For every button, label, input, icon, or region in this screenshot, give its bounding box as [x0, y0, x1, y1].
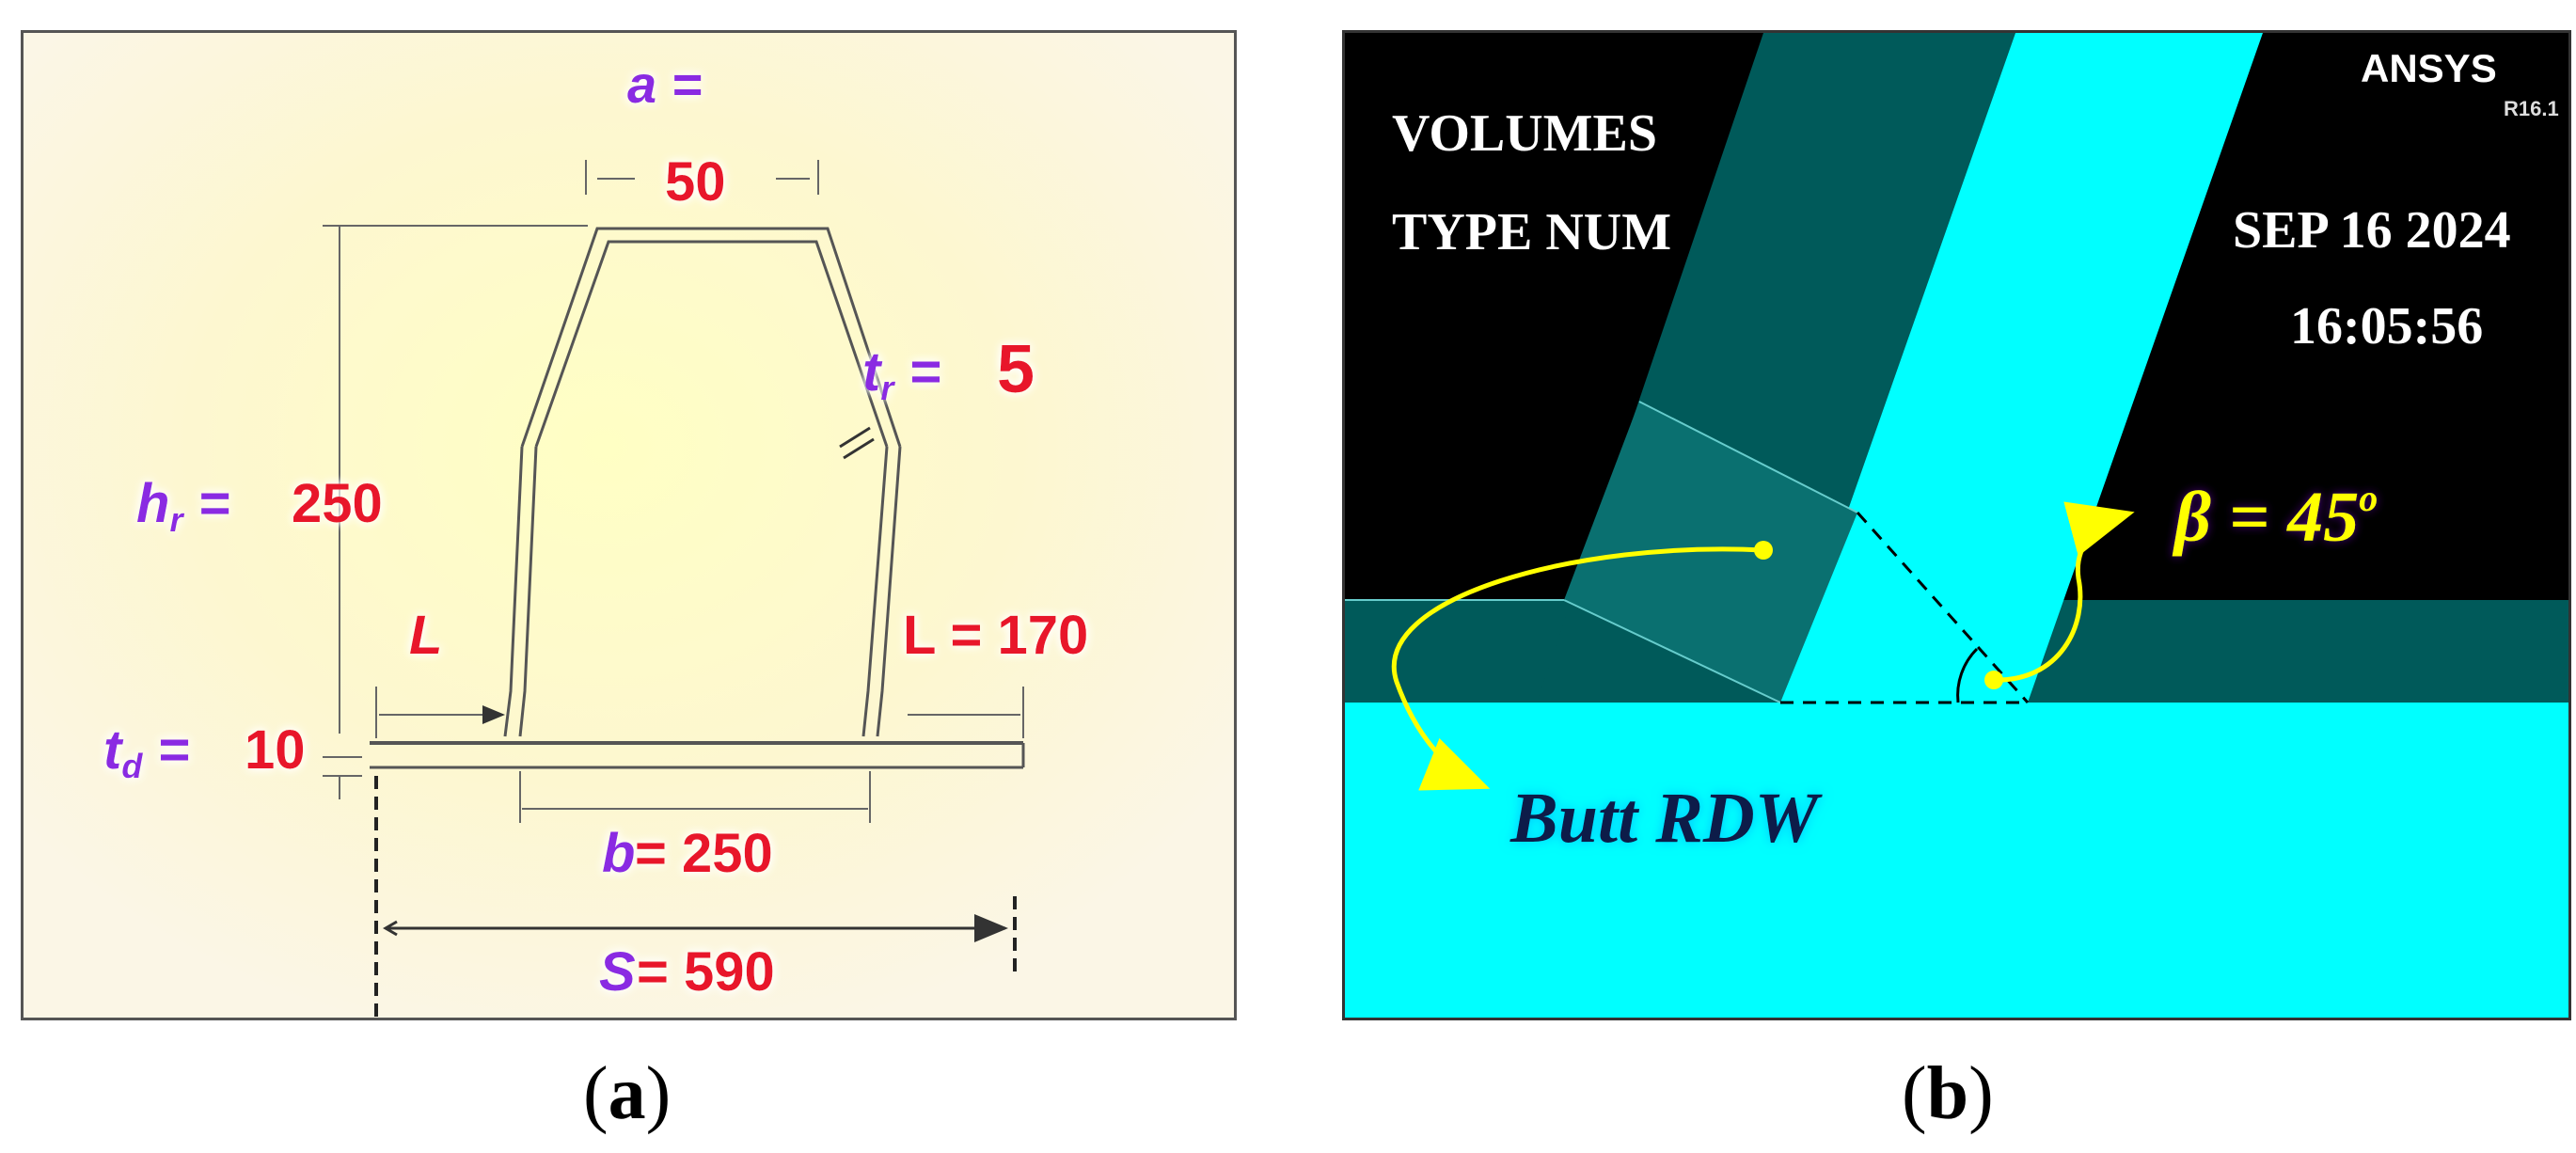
tr-marker: [839, 426, 875, 460]
l-right-label: L = 170: [903, 605, 1088, 666]
beta-label: β = 45o: [2172, 477, 2378, 557]
ansys-volume-view: VOLUMES TYPE NUM SEP 16 2024 16:05:56 AN…: [1345, 33, 2568, 1018]
label-date: SEP 16 2024: [2233, 201, 2511, 260]
deck-plate: [370, 741, 1025, 769]
tr-label: tr =: [862, 341, 940, 407]
ansys-version: R16.1: [2504, 97, 2559, 120]
trapezoid-rib: [520, 227, 902, 448]
a-label: a =: [627, 55, 702, 114]
dim-L: [375, 687, 1024, 823]
label-type-num: TYPE NUM: [1392, 203, 1671, 261]
hr-label: hr =: [136, 473, 229, 539]
label-volumes: VOLUMES: [1392, 104, 1657, 163]
label-time: 16:05:56: [2290, 297, 2483, 355]
dim-S: [374, 776, 1017, 1018]
td-label: td =: [103, 719, 189, 785]
ansys-logo-text: ANSYS: [2361, 46, 2497, 90]
td-value: 10: [245, 719, 306, 781]
l-left-label: L: [409, 605, 442, 666]
butt-rdw-label: Butt RDW: [1509, 779, 1824, 858]
panel-a-background: [24, 33, 1234, 1018]
caption-b: (b): [1902, 1052, 1994, 1135]
butt-weld-region: [1564, 402, 1857, 703]
dim-hr: [323, 225, 588, 799]
a-value: 50: [665, 151, 726, 213]
caption-a: (a): [583, 1052, 672, 1135]
panel-a-rib-cross-section: a = 50 tr = 5 hr = 250 L L = 170 td = 10…: [21, 30, 1237, 1020]
hr-value: 250: [292, 473, 383, 534]
rib-legs: [503, 446, 902, 737]
b-value: = 250: [635, 823, 773, 884]
annotation-arrows: [1392, 501, 2135, 791]
tr-value: 5: [997, 332, 1035, 407]
b-label: b: [602, 823, 635, 884]
dim-a: [585, 160, 819, 195]
s-value: = 590: [637, 941, 775, 1003]
s-label: S: [599, 941, 636, 1003]
panel-b-ansys-model: VOLUMES TYPE NUM SEP 16 2024 16:05:56 AN…: [1342, 30, 2571, 1020]
deck-cyan-volume: [1345, 703, 2568, 1018]
rib-geometry-drawing: a = 50 tr = 5 hr = 250 L L = 170 td = 10…: [24, 33, 1234, 1018]
weld-dashed-lines: [1780, 511, 2030, 704]
beta-angle-arc: [1956, 647, 1979, 703]
rib-cyan-volume: [1780, 33, 2263, 703]
